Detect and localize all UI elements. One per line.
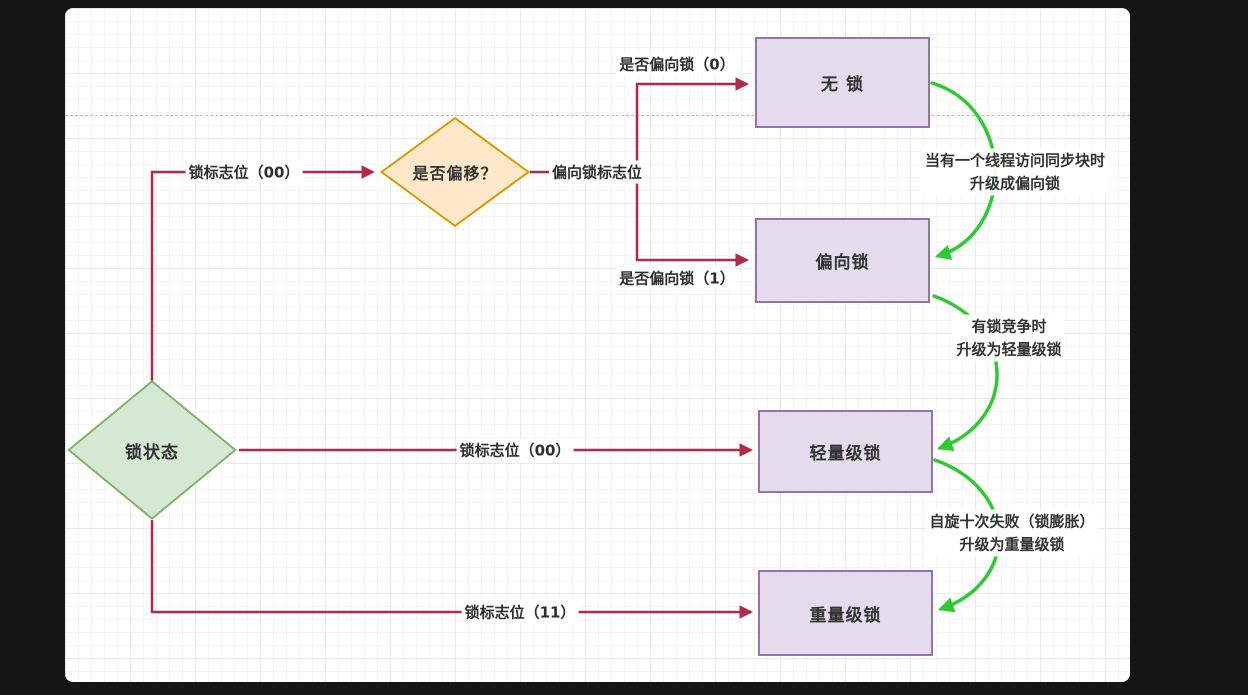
diamond-shape <box>380 117 530 227</box>
node-is-biased: 是否偏移？ <box>380 117 530 227</box>
node-lock-state: 锁状态 <box>67 380 237 520</box>
edge-label-flag00-top: 锁标志位（00） <box>185 160 303 184</box>
upgrade-label-line: 升级为轻量级锁 <box>956 340 1062 358</box>
page-break-dashed-line <box>65 115 1130 116</box>
edge-label-flag00-mid: 锁标志位（00） <box>456 438 574 462</box>
node-biased-lock-label: 偏向锁 <box>815 253 870 273</box>
node-no-lock: 无 锁 <box>755 37 930 128</box>
node-lightweight-lock: 轻量级锁 <box>758 410 933 493</box>
upgrade-label-no-to-biased: 当有一个线程访问同步块时 升级成偏向锁 <box>920 148 1110 196</box>
edge-isbiased-to-nolock <box>530 77 750 174</box>
diagram-canvas: 锁标志位（00） 偏向锁标志位 是否偏向锁（0） 是否偏向锁（1） 锁标志位（0… <box>65 8 1130 682</box>
node-lock-state-label: 锁状态 <box>125 442 179 463</box>
node-heavyweight-lock-label: 重量级锁 <box>809 605 882 626</box>
node-biased-lock: 偏向锁 <box>755 218 930 303</box>
edge-label-biased-flag: 偏向锁标志位 <box>548 160 646 184</box>
node-is-biased-label: 是否偏移？ <box>412 164 498 183</box>
edge-label-is-biased-0: 是否偏向锁（0） <box>616 52 738 76</box>
upgrade-label-line: 升级成偏向锁 <box>969 174 1061 192</box>
upgrade-label-line: 自旋十次失败（锁膨胀） <box>929 512 1095 531</box>
upgrade-label-biased-to-lightweight: 有锁竞争时 升级为轻量级锁 <box>952 314 1066 362</box>
node-lightweight-lock-label: 轻量级锁 <box>809 444 882 464</box>
edge-isbiased-to-biasedlock <box>635 172 750 267</box>
upgrade-label-line: 升级为重量级锁 <box>959 535 1065 553</box>
edge-upgrade-biasedlock-to-lightweight <box>932 294 999 452</box>
edge-lockstate-to-heavyweight <box>150 520 754 619</box>
upgrade-label-line: 当有一个线程访问同步块时 <box>924 151 1106 170</box>
edge-label-is-biased-1: 是否偏向锁（1） <box>616 266 738 290</box>
upgrade-label-line: 有锁竞争时 <box>971 317 1047 336</box>
edge-lockstate-to-isbiased <box>150 165 376 382</box>
node-no-lock-label: 无 锁 <box>821 75 864 95</box>
upgrade-label-lightweight-to-heavyweight: 自旋十次失败（锁膨胀） 升级为重量级锁 <box>925 509 1099 557</box>
diamond-shape <box>67 380 237 520</box>
node-heavyweight-lock: 重量级锁 <box>758 570 933 656</box>
edge-label-flag11: 锁标志位（11） <box>461 600 579 624</box>
